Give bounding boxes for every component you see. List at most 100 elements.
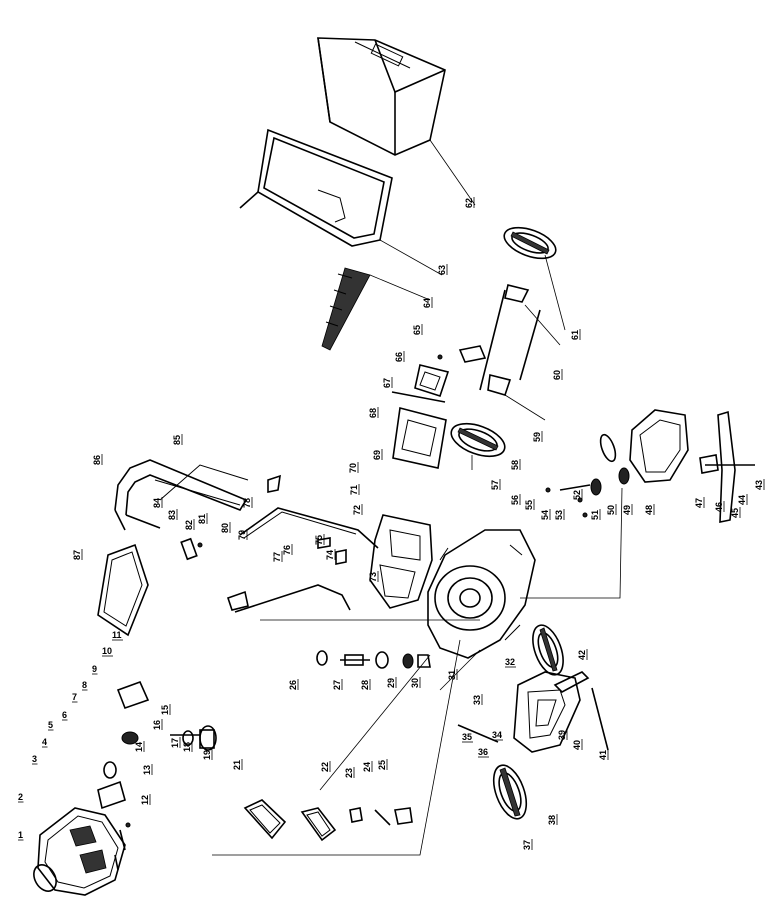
rear-cover bbox=[513, 671, 581, 753]
clamp-80 bbox=[226, 590, 249, 611]
rear-wheel-38 bbox=[492, 764, 528, 820]
callout-17: 17 bbox=[170, 738, 180, 748]
callout-22: 22 bbox=[320, 762, 330, 772]
callout-68: 68 bbox=[368, 408, 378, 418]
callout-26: 26 bbox=[288, 680, 298, 690]
callout-43: 43 bbox=[754, 480, 764, 490]
upper-handle bbox=[114, 459, 248, 531]
pulley-49 bbox=[618, 467, 630, 485]
cover-2 bbox=[300, 807, 337, 842]
rear-flap bbox=[392, 406, 447, 469]
callout-70: 70 bbox=[348, 463, 358, 473]
hinge-rod bbox=[391, 391, 446, 403]
callout-53: 53 bbox=[554, 510, 564, 520]
callout-40: 40 bbox=[572, 740, 582, 750]
callout-39: 39 bbox=[557, 730, 567, 740]
leader-lines bbox=[212, 139, 623, 856]
callout-78: 78 bbox=[242, 498, 252, 508]
wheel-42 bbox=[532, 624, 564, 676]
callout-23: 23 bbox=[344, 768, 354, 778]
callout-19: 19 bbox=[202, 750, 212, 760]
callout-76: 76 bbox=[282, 545, 292, 555]
callout-61: 61 bbox=[570, 330, 580, 340]
callout-80: 80 bbox=[220, 523, 230, 533]
mower-deck bbox=[427, 529, 536, 659]
callout-63: 63 bbox=[437, 265, 447, 275]
callout-29: 29 bbox=[386, 678, 396, 688]
rear-axle bbox=[457, 724, 499, 743]
callout-5: 5 bbox=[48, 720, 53, 730]
cover-21 bbox=[243, 799, 287, 840]
callout-51: 51 bbox=[590, 510, 600, 520]
callout-9: 9 bbox=[92, 664, 97, 674]
callout-6: 6 bbox=[62, 710, 67, 720]
callout-1: 1 bbox=[18, 830, 23, 840]
callout-64: 64 bbox=[422, 298, 432, 308]
callout-54: 54 bbox=[540, 510, 550, 520]
callout-56: 56 bbox=[510, 495, 520, 505]
handle-knob bbox=[180, 537, 203, 561]
callout-27: 27 bbox=[332, 680, 342, 690]
callout-41: 41 bbox=[598, 750, 608, 760]
callout-31: 31 bbox=[447, 670, 457, 680]
drive-cover bbox=[629, 409, 689, 483]
callout-59: 59 bbox=[532, 432, 542, 442]
bracket-25 bbox=[394, 807, 413, 825]
callout-34: 34 bbox=[492, 730, 502, 740]
callout-85: 85 bbox=[172, 435, 182, 445]
callout-71: 71 bbox=[349, 485, 359, 495]
callout-81: 81 bbox=[197, 514, 207, 524]
callout-86: 86 bbox=[92, 455, 102, 465]
callout-35: 35 bbox=[462, 732, 472, 742]
spring-23 bbox=[374, 809, 391, 826]
callout-30: 30 bbox=[410, 678, 420, 688]
callout-3: 3 bbox=[32, 754, 37, 764]
callout-74: 74 bbox=[325, 550, 335, 560]
callout-87: 87 bbox=[72, 550, 82, 560]
callout-2: 2 bbox=[18, 792, 23, 802]
engine-shaft bbox=[170, 725, 217, 751]
callout-37: 37 bbox=[522, 840, 532, 850]
bolt-22 bbox=[349, 807, 363, 823]
callout-8: 8 bbox=[82, 680, 87, 690]
callout-12: 12 bbox=[140, 795, 150, 805]
callout-11: 11 bbox=[112, 630, 122, 640]
axle-41-front bbox=[591, 687, 609, 751]
grass-box-frame bbox=[239, 128, 393, 247]
callout-18: 18 bbox=[182, 742, 192, 752]
callout-44: 44 bbox=[737, 495, 747, 505]
callout-21: 21 bbox=[232, 760, 242, 770]
carburettor-parts bbox=[97, 680, 150, 810]
bolt-74 bbox=[335, 549, 347, 565]
callout-66: 66 bbox=[394, 352, 404, 362]
callout-46: 46 bbox=[714, 502, 724, 512]
engine bbox=[33, 807, 126, 896]
callout-36: 36 bbox=[478, 747, 488, 757]
screw-65 bbox=[437, 354, 443, 360]
lower-handle bbox=[234, 507, 379, 613]
callout-69: 69 bbox=[372, 450, 382, 460]
callout-50: 50 bbox=[606, 505, 616, 515]
callout-16: 16 bbox=[152, 720, 162, 730]
rear-cover-bracket bbox=[553, 671, 590, 693]
callout-38: 38 bbox=[547, 815, 557, 825]
callout-25: 25 bbox=[377, 760, 387, 770]
control-cable bbox=[159, 464, 249, 501]
callout-82: 82 bbox=[184, 520, 194, 530]
callout-45: 45 bbox=[730, 508, 740, 518]
callout-4: 4 bbox=[42, 737, 47, 747]
bolt-75 bbox=[317, 537, 331, 549]
callout-47: 47 bbox=[694, 498, 704, 508]
callout-24: 24 bbox=[362, 762, 372, 772]
callout-10: 10 bbox=[102, 646, 112, 656]
callout-65: 65 bbox=[412, 325, 422, 335]
drive-belt bbox=[599, 433, 617, 463]
clamp-78 bbox=[267, 474, 281, 493]
callout-48: 48 bbox=[644, 505, 654, 515]
callout-28: 28 bbox=[360, 680, 370, 690]
callout-7: 7 bbox=[72, 692, 77, 702]
mulch-plug bbox=[414, 364, 450, 398]
callout-33: 33 bbox=[472, 695, 482, 705]
